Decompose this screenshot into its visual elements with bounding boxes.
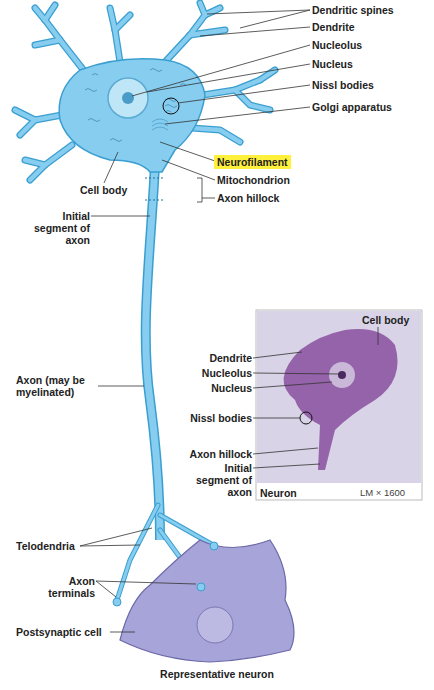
- part-label: Neuron: [260, 487, 320, 499]
- part-label: Mitochondrion: [217, 174, 327, 186]
- part-label: Nucleolus: [312, 39, 432, 51]
- postsynaptic-nucleus: [197, 607, 233, 643]
- part-label: Nucleus: [312, 58, 432, 70]
- axon-terminal: [113, 542, 218, 606]
- highlight-circle: [300, 412, 312, 424]
- part-label: LM × 1600: [360, 487, 420, 499]
- part-label: Dendrite: [312, 21, 432, 33]
- dendrite: [15, 3, 275, 180]
- nucleolus: [122, 92, 134, 104]
- part-label: Initial segment of axon: [195, 462, 252, 498]
- part-label: Nucleus: [170, 382, 252, 394]
- part-label: Nucleolus: [170, 367, 252, 379]
- micrograph: [257, 311, 421, 483]
- dendrite-outline: [15, 3, 275, 180]
- nucleus: [108, 78, 148, 118]
- golgi-apparatus: [152, 119, 168, 130]
- part-label: Cell body: [80, 184, 140, 196]
- part-label: Cell body: [362, 314, 432, 326]
- part-label: Neurofilament: [214, 155, 291, 169]
- cell-body: [59, 59, 205, 172]
- part-label: Telodendria: [16, 540, 96, 552]
- hillock-boundary: [145, 178, 165, 179]
- part-label: Dendritic spines: [312, 4, 432, 16]
- figure-caption: Representative neuron: [0, 668, 434, 680]
- micrograph-nucleus: [329, 362, 355, 388]
- hillock-boundary: [145, 200, 165, 201]
- part-label: Golgi apparatus: [312, 101, 432, 113]
- axon-outline: [146, 165, 160, 540]
- inset-frame: [256, 310, 422, 500]
- part-label: Axon hillock: [170, 448, 252, 460]
- part-label: Initial segment of axon: [18, 210, 90, 246]
- axon: [146, 165, 160, 540]
- part-label: Axon terminals: [40, 575, 95, 599]
- part-label: Nissl bodies: [170, 412, 252, 424]
- highlight-circle: [163, 98, 179, 114]
- postsynaptic-cell: [120, 540, 294, 662]
- part-label: Dendrite: [170, 352, 252, 364]
- part-label: Nissl bodies: [312, 79, 432, 91]
- part-label: Axon hillock: [217, 192, 327, 204]
- micrograph-nucleolus: [338, 371, 346, 379]
- part-label: Axon (may be myelinated): [16, 374, 96, 398]
- micrograph-neuron: [284, 329, 398, 470]
- part-label: Postsynaptic cell: [16, 626, 116, 638]
- nissl-bodies: [85, 69, 186, 142]
